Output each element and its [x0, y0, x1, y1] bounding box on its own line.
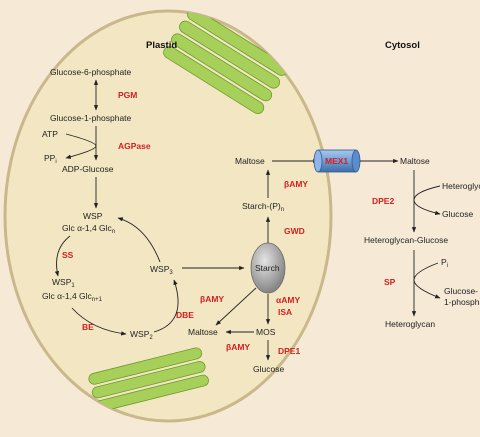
adp-glucose-label: ADP-Glucose — [62, 164, 114, 174]
maltose-lower-label: Maltose — [188, 327, 218, 337]
pi-to-g1p-curve — [413, 262, 441, 299]
aamy-enzyme-label: αAMY — [276, 295, 300, 305]
isa-enzyme-label: ISA — [278, 307, 292, 317]
be-enzyme-label: BE — [82, 322, 94, 332]
mex1-enzyme-label: MEX1 — [325, 156, 348, 166]
sp-enzyme-label: SP — [384, 277, 396, 287]
glucose-6-phosphate-label: Glucose-6-phosphate — [50, 67, 132, 77]
bamy-left-enzyme-label: βAMY — [200, 294, 224, 304]
starch-label: Starch — [255, 263, 280, 273]
dpe1-enzyme-label: DPE1 — [278, 346, 300, 356]
wsp1-label: WSP1 — [52, 277, 75, 289]
dbe-arrow — [153, 279, 179, 333]
glucose-1-phosphate-label: Glucose-1-phosphate — [50, 113, 132, 123]
pgm-enzyme-label: PGM — [118, 90, 137, 100]
glucose-1-phosphate-cytosol-line1: Glucose- — [444, 286, 478, 296]
glucose-1-phosphate-cytosol-line2: 1-phosphate — [444, 297, 480, 307]
heteroglycan-in-label: Heteroglycan — [442, 181, 480, 191]
agpase-enzyme-label: AGPase — [118, 141, 151, 151]
wsp1-glc-label: Glc α-1,4 Glcn+1 — [42, 291, 103, 303]
plastid-membrane — [3, 9, 333, 423]
cytosol-header: Cytosol — [385, 40, 420, 51]
thylakoid-lower — [88, 347, 209, 412]
thylakoid-upper — [163, 11, 289, 114]
heteroglycan-glucose-label: Heteroglycan-Glucose — [364, 235, 448, 245]
wsp3-to-wsp-arrow — [117, 217, 161, 263]
maltose-plastid-label: Maltose — [235, 156, 265, 166]
starch-p-label: Starch-(P)n — [242, 201, 284, 213]
bamy-left-arrow — [215, 287, 257, 326]
plastid-header: Plastid — [146, 40, 177, 51]
mex1-transporter — [313, 149, 361, 173]
maltose-cytosol-label: Maltose — [400, 156, 430, 166]
heteroglycan-out-label: Heteroglycan — [385, 319, 435, 329]
be-arrow — [71, 307, 127, 336]
ss-arrow — [54, 235, 71, 277]
wsp-glc-label: Glc α-1,4 Glcn — [62, 223, 115, 235]
atp-to-ppi-curve — [65, 133, 97, 159]
ppi-label: PPi — [44, 153, 57, 165]
gwd-enzyme-label: GWD — [284, 226, 305, 236]
bamy-lower-enzyme-label: βAMY — [226, 342, 250, 352]
pi-label: Pi — [441, 257, 448, 269]
wsp-label: WSP — [83, 211, 103, 221]
mos-label: MOS — [256, 327, 276, 337]
atp-label: ATP — [42, 129, 58, 139]
wsp2-label: WSP2 — [130, 329, 153, 341]
bamy-upper-enzyme-label: βAMY — [284, 179, 308, 189]
glucose-cytosol-label: Glucose — [442, 209, 473, 219]
wsp3-label: WSP3 — [150, 264, 173, 276]
dbe-enzyme-label: DBE — [176, 310, 194, 320]
ss-enzyme-label: SS — [62, 250, 74, 260]
glucose-plastid-label: Glucose — [253, 364, 284, 374]
dpe2-enzyme-label: DPE2 — [372, 196, 394, 206]
heteroglycan-to-glucose-curve — [413, 185, 441, 216]
